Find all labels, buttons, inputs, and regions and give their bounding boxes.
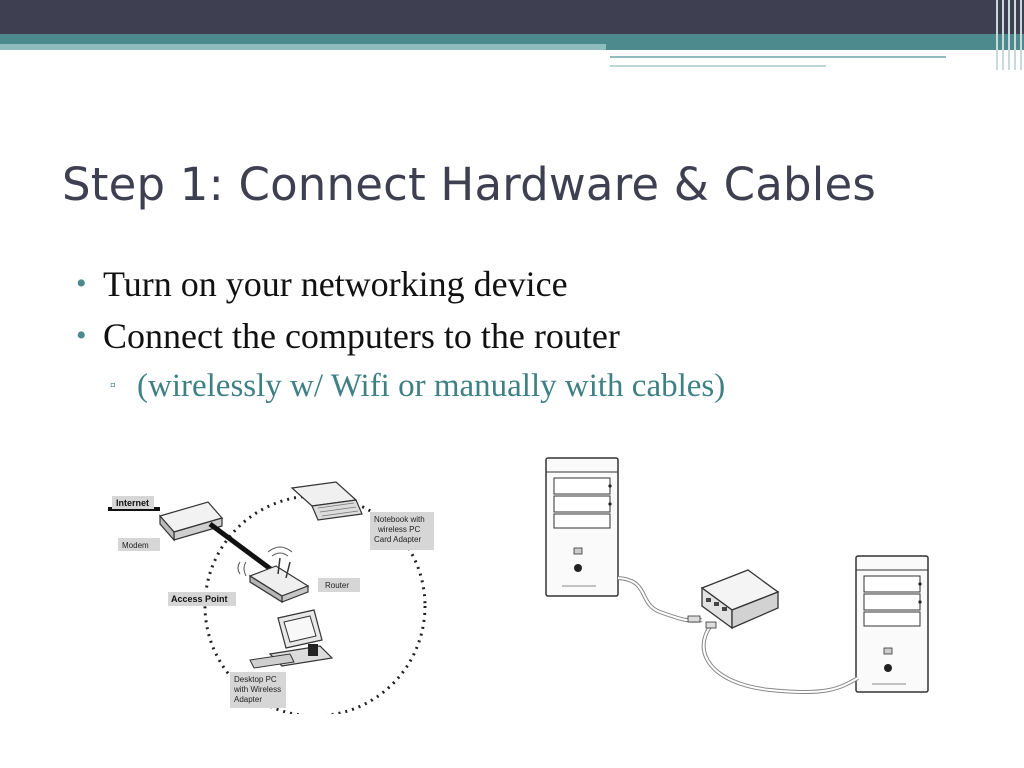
- modem-label-box: [118, 538, 160, 551]
- internet-label: Internet: [116, 498, 149, 508]
- sub-bullet-item: ▫ (wirelessly w/ Wifi or manually with c…: [76, 364, 725, 408]
- banner-rule: [610, 56, 946, 58]
- bullet-text: Turn on your networking device: [103, 264, 568, 304]
- access-point-label: Access Point: [171, 594, 228, 604]
- left-tower-pc-icon: [545, 457, 619, 597]
- notebook-label-box: [370, 512, 434, 550]
- desktop-label-line: Adapter: [234, 695, 262, 704]
- bullet-item: • Connect the computers to the router: [76, 314, 725, 366]
- router-icon: [237, 546, 310, 604]
- desktop-label-box: [230, 672, 286, 708]
- notebook-icon: [290, 481, 363, 521]
- top-banner: [0, 0, 1024, 34]
- bullet-dot-icon: •: [76, 267, 87, 300]
- cable-left: [617, 576, 703, 623]
- access-point-label-box: [168, 592, 236, 606]
- sub-bullet-text: (wirelessly w/ Wifi or manually with cab…: [137, 368, 726, 404]
- bullet-dot-icon: •: [76, 319, 87, 352]
- cable-plug-icon: [705, 621, 717, 629]
- desktop-label-line: Desktop PC: [234, 675, 277, 684]
- wired-network-diagram: [545, 457, 929, 695]
- modem-icon: [158, 501, 224, 542]
- wireless-range-circle: [203, 494, 427, 714]
- notebook-label-line: wireless PC: [377, 525, 420, 534]
- router-label: Router: [325, 581, 349, 590]
- top-banner-accent: [0, 34, 1024, 44]
- square-bullet-icon: ▫: [110, 377, 116, 394]
- notebook-label-line: Notebook with: [374, 515, 425, 524]
- internet-label-box: [112, 496, 154, 509]
- wireless-network-diagram: Internet Modem Router Access Point Noteb…: [108, 481, 434, 714]
- cable-plug-icon: [687, 615, 701, 623]
- router-icon: [700, 569, 780, 630]
- cable-right: [701, 622, 859, 695]
- slide-title: Step 1: Connect Hardware & Cables: [62, 158, 876, 211]
- bullet-text: Connect the computers to the router: [103, 316, 620, 356]
- notebook-label-line: Card Adapter: [374, 535, 421, 544]
- bullet-item: • Turn on your networking device: [76, 262, 725, 314]
- desktop-pc-icon: [249, 609, 334, 669]
- bullet-list: • Turn on your networking device • Conne…: [76, 262, 725, 408]
- top-banner-accent-light: [0, 44, 1024, 50]
- banner-stripes: [992, 0, 1024, 70]
- modem-router-cable: [208, 521, 282, 579]
- router-label-box: [318, 578, 360, 592]
- modem-label: Modem: [122, 541, 149, 550]
- banner-rule: [610, 65, 826, 67]
- desktop-label-line: with Wireless: [233, 685, 281, 694]
- right-tower-pc-icon: [855, 555, 929, 693]
